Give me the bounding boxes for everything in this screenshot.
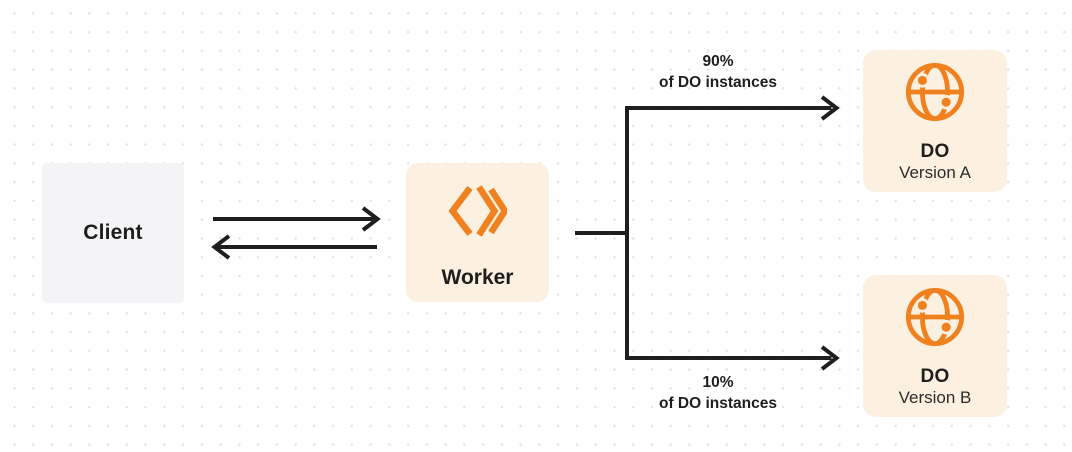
durable-object-globe-icon [905,287,965,347]
do-b-version-label: Version B [898,388,972,407]
do-b-label: DO [920,366,950,387]
client-label: Client [83,221,143,244]
top-branch-label: 90% of DO instances [598,51,838,93]
worker-node: Worker [406,163,549,302]
arrow-client-to-worker [213,206,381,232]
arrow-worker-to-client [211,234,377,260]
do-a-label: DO [920,141,950,162]
top-branch-caption: of DO instances [659,74,777,91]
worker-label: Worker [441,266,514,289]
do-version-b-node: DO Version B [863,275,1007,417]
do-a-version-label: Version A [899,163,971,182]
durable-object-globe-icon [905,62,965,122]
cloudflare-workers-icon [448,185,507,237]
client-node: Client [42,163,184,303]
bottom-branch-caption: of DO instances [659,395,777,412]
bottom-branch-label: 10% of DO instances [598,372,838,414]
bottom-branch-percent: 10% [702,374,734,391]
do-version-a-node: DO Version A [863,50,1007,192]
top-branch-percent: 90% [702,53,734,70]
branch-split-lines [575,95,840,371]
